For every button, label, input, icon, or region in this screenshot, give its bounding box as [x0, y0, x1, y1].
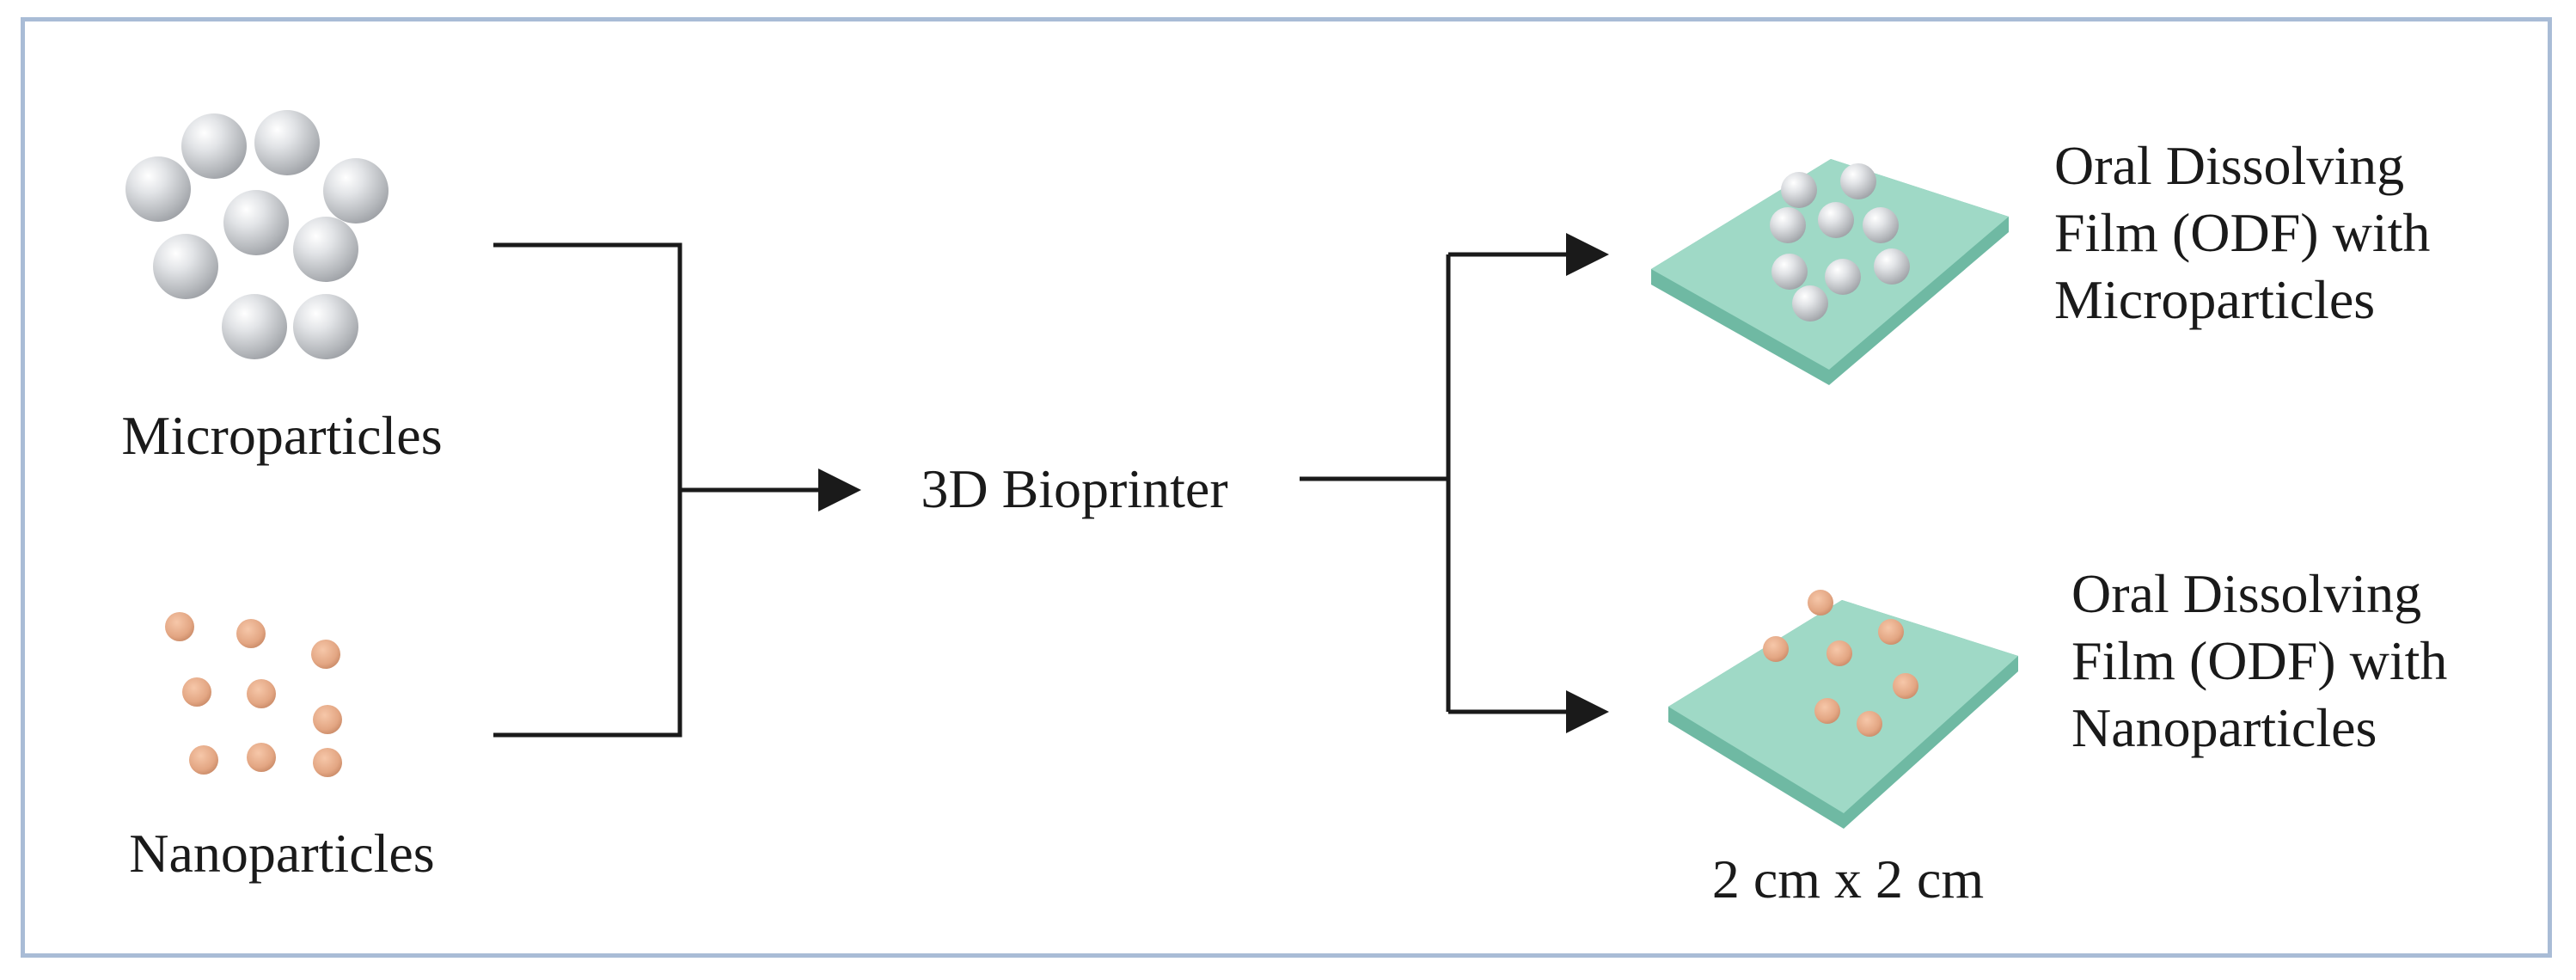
nanoparticle-icon	[313, 748, 342, 777]
film-nanoparticle-icon	[1808, 590, 1833, 616]
film-microparticle-icon	[1874, 248, 1910, 285]
film-nanoparticle-icon	[1857, 711, 1882, 737]
nanoparticle-icon	[236, 619, 266, 648]
film-microparticle-icon	[1771, 254, 1808, 290]
film-top	[1668, 600, 2018, 813]
odf-nano-film	[1668, 590, 2018, 829]
bioprinter-label: 3D Bioprinter	[921, 458, 1228, 519]
microparticle-icon	[293, 217, 358, 282]
microparticle-icon	[254, 110, 320, 175]
odf-nano-label: Oral Dissolving Film (ODF) with Nanopart…	[2071, 560, 2447, 762]
microparticle-icon	[181, 113, 247, 179]
odf-micro-label-line3: Microparticles	[2054, 269, 2376, 331]
film-nanoparticle-icon	[1878, 619, 1904, 645]
microparticle-icon	[223, 190, 289, 255]
nanoparticle-icon	[313, 705, 342, 734]
nanoparticle-icon	[182, 677, 211, 707]
microparticle-icon	[125, 156, 191, 222]
microparticles-label: Microparticles	[121, 405, 443, 466]
film-microparticle-icon	[1792, 285, 1828, 322]
microparticles-cluster-icon	[125, 110, 389, 359]
odf-nano-label-line1: Oral Dissolving	[2071, 563, 2422, 624]
microparticle-icon	[153, 234, 218, 299]
nanoparticles-label: Nanoparticles	[129, 823, 435, 884]
film-microparticle-icon	[1770, 207, 1806, 243]
nanoparticle-icon	[247, 679, 276, 708]
odf-micro-label-line1: Oral Dissolving	[2054, 135, 2405, 196]
nanoparticle-icon	[247, 743, 276, 772]
output-connector	[1300, 233, 1609, 733]
input-connector	[493, 242, 861, 738]
microparticle-icon	[222, 294, 287, 359]
nanoparticle-icon	[311, 640, 340, 669]
film-dimension-label: 2 cm x 2 cm	[1711, 848, 1985, 910]
film-microparticle-icon	[1863, 207, 1899, 243]
odf-micro-film	[1651, 159, 2009, 385]
film-nanoparticle-icon	[1893, 673, 1918, 699]
odf-nano-label-line3: Nanoparticles	[2071, 697, 2377, 759]
film-microparticle-icon	[1825, 259, 1861, 295]
nanoparticle-icon	[165, 612, 194, 641]
odf-micro-label: Oral Dissolving Film (ODF) with Micropar…	[2054, 132, 2430, 334]
film-nanoparticle-icon	[1763, 636, 1789, 662]
film-microparticle-icon	[1818, 202, 1854, 238]
film-nanoparticle-icon	[1814, 698, 1840, 724]
odf-nano-label-line2: Film (ODF) with	[2071, 630, 2448, 692]
film-microparticle-icon	[1781, 172, 1817, 208]
microparticle-icon	[323, 158, 389, 224]
merge-bracket	[493, 242, 682, 738]
film-microparticle-icon	[1840, 163, 1876, 199]
diagram-frame	[21, 17, 2552, 958]
microparticle-icon	[293, 294, 358, 359]
nanoparticle-icon	[189, 745, 218, 775]
film-nanoparticle-icon	[1826, 640, 1852, 666]
odf-micro-label-line2: Film (ODF) with	[2054, 202, 2431, 264]
nanoparticles-cluster-icon	[165, 612, 342, 777]
